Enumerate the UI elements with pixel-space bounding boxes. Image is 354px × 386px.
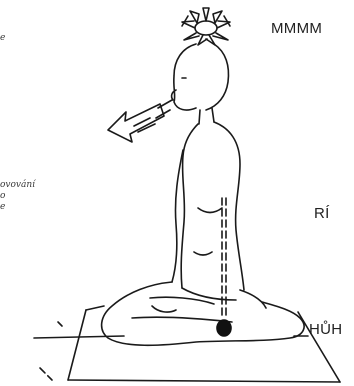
crown-lotus-icon (182, 8, 230, 45)
figure-torso (172, 122, 244, 290)
figure-legs (102, 282, 304, 345)
figure-head (172, 44, 229, 124)
root-chakra-dot (217, 320, 231, 336)
breath-arrow-icon (108, 100, 172, 142)
